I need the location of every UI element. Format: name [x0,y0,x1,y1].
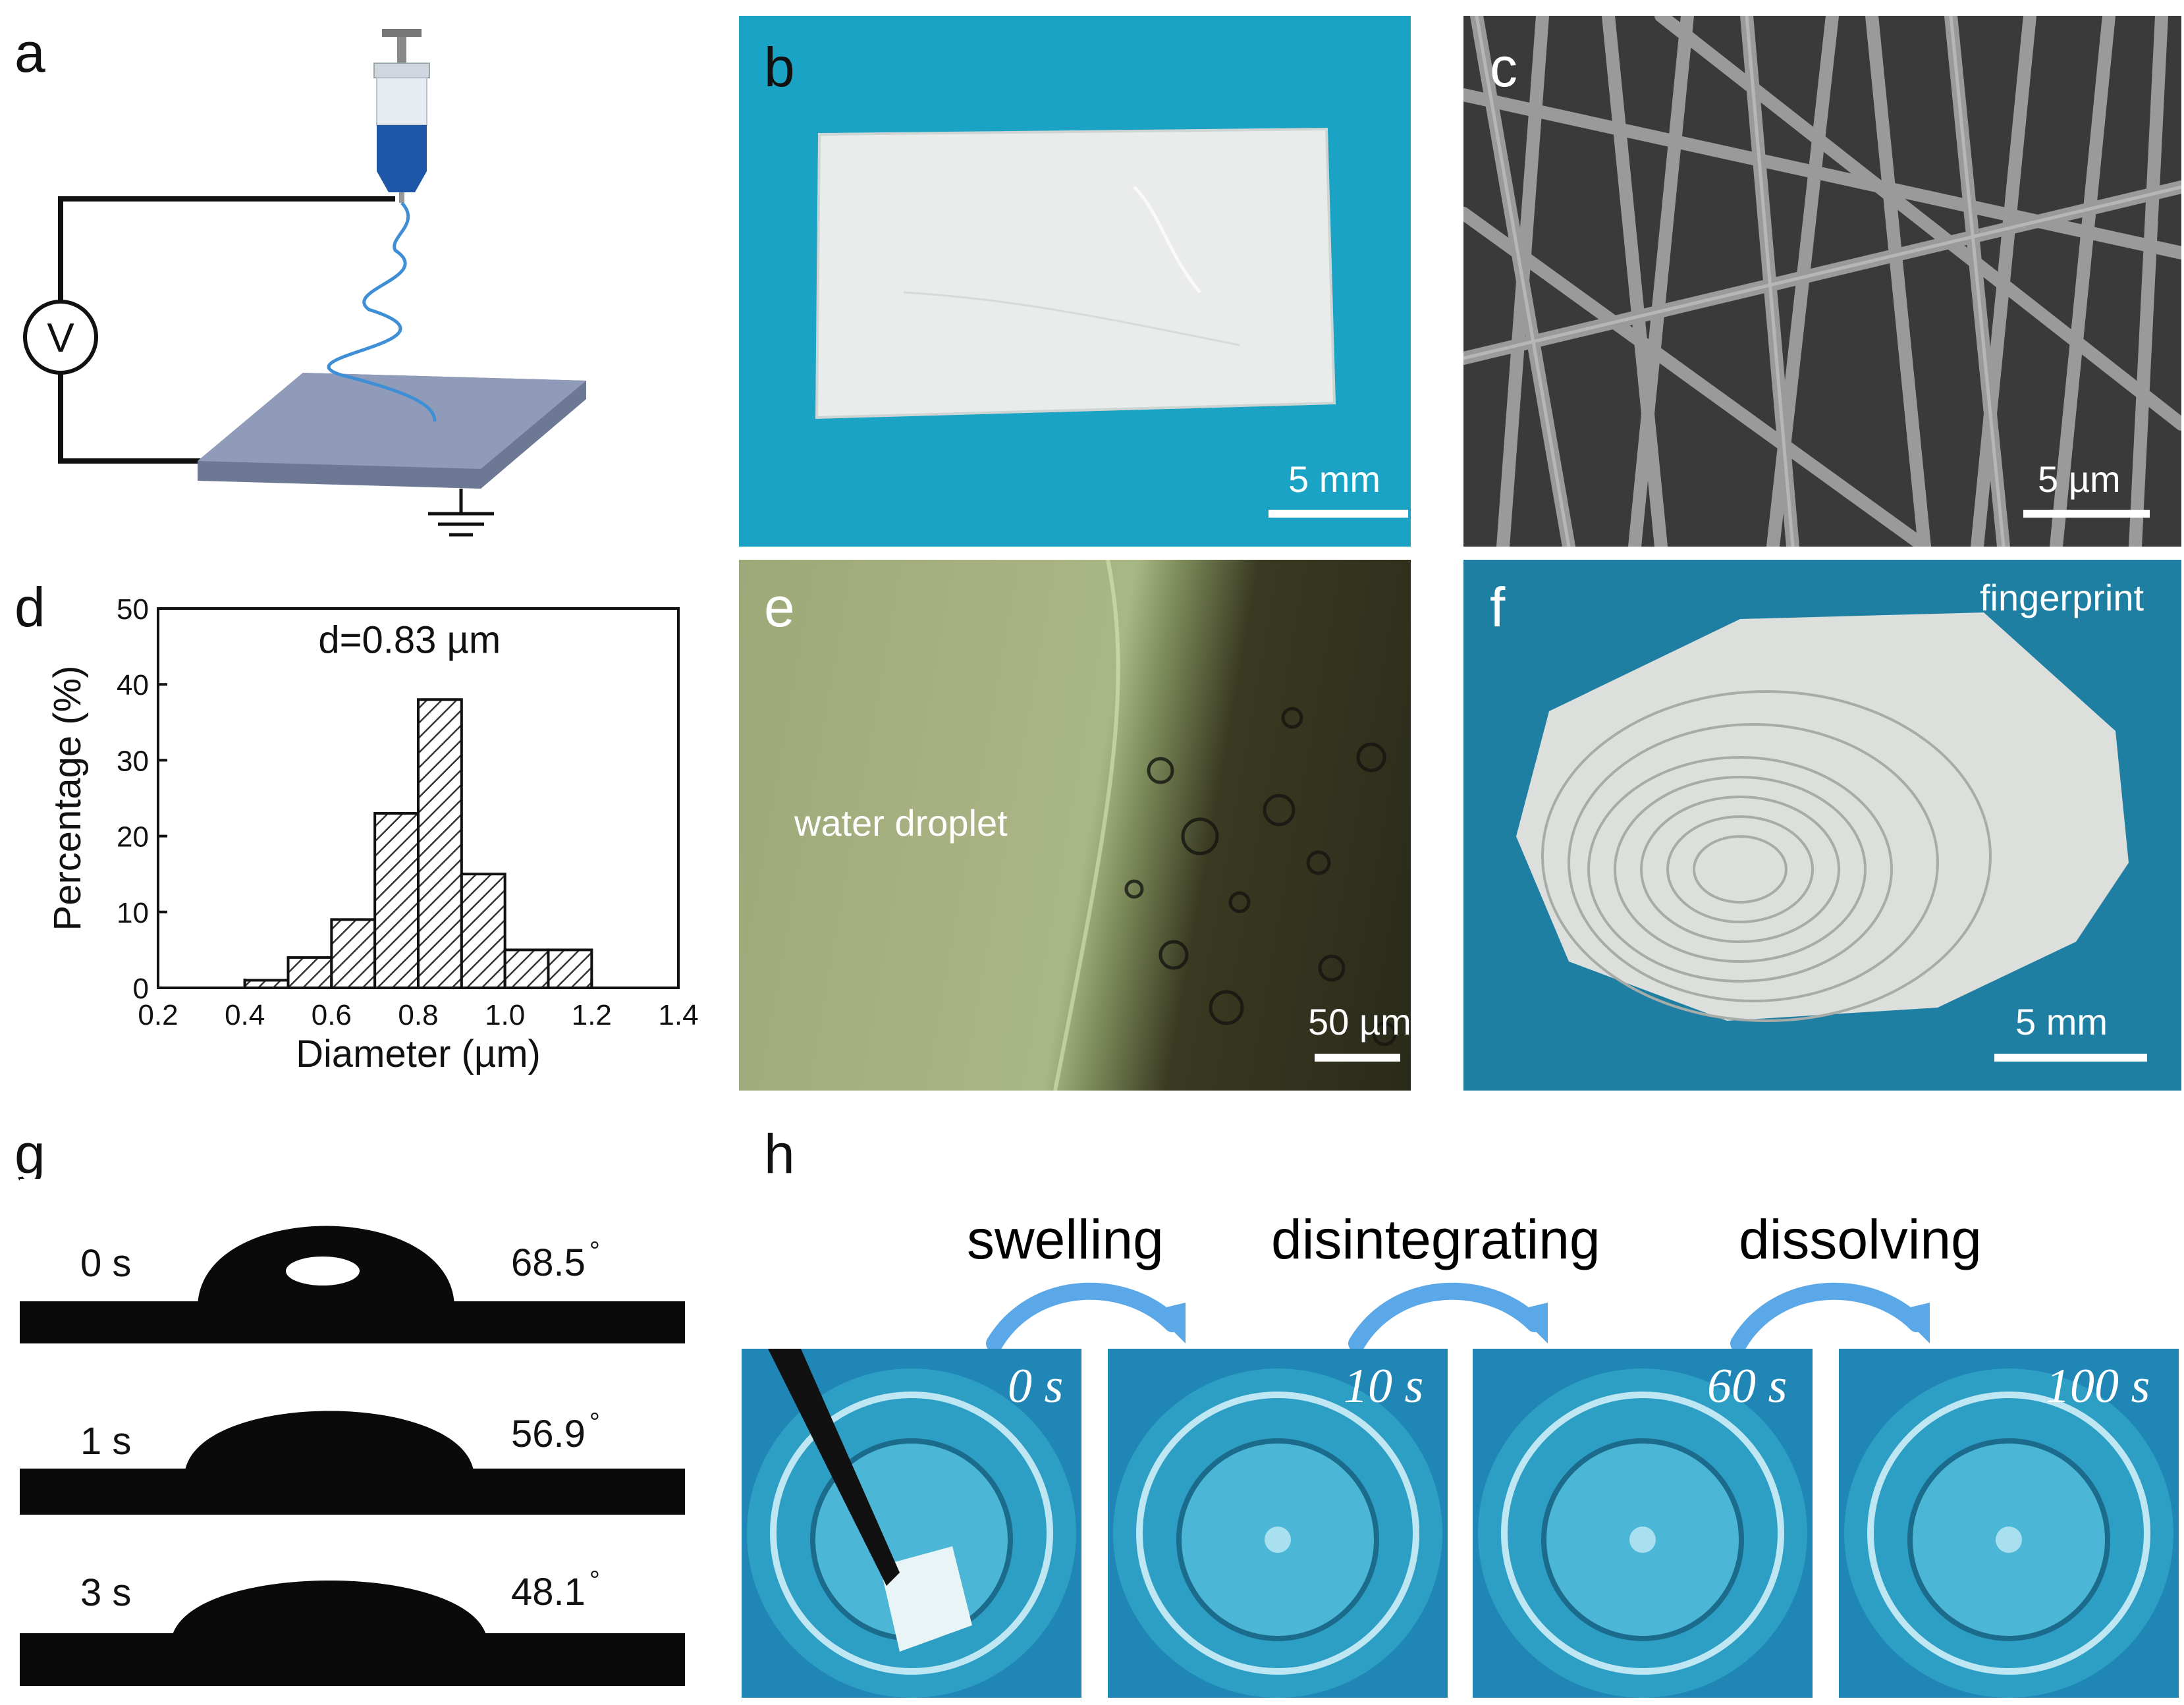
scalebar-c [2023,510,2150,518]
voltage-symbol: V [47,315,74,361]
panel-label-g: g [14,1123,45,1185]
panel-label-h: h [764,1123,795,1185]
arrow-swelling-icon [986,1282,1181,1352]
scalebar-label-f: 5 mm [2015,1001,2108,1042]
y-tick-label-1: 10 [117,897,149,929]
droplet-reflection [286,1257,360,1286]
collector-plate [198,373,586,469]
arrow-disintegrating-icon [1348,1282,1543,1352]
needle [399,192,404,203]
wire-top [58,196,395,302]
fiber-jet [327,202,437,422]
histogram-bar-3 [373,812,420,989]
time-label-3s: 3 s [80,1571,132,1614]
electrospinning-schematic: V [23,29,586,537]
plunger-handle [382,29,422,37]
scalebar-label-b: 5 mm [1288,458,1380,500]
x-tick-label-6: 1.4 [658,999,698,1031]
arrow-dissolving-icon [1730,1282,1925,1352]
syringe-flange [373,63,430,78]
scalebar-label-e: 50 µm [1308,1001,1411,1042]
syringe-tip [377,171,427,192]
fingerprint-sample [1516,612,2129,1021]
time-label-100s-frame: 100 s [2046,1359,2150,1413]
syringe-barrel-empty [376,77,427,126]
x-tick-label-1: 0.4 [225,999,265,1031]
y-tick-label-0: 0 [133,973,149,1005]
sem-image [1463,16,2181,547]
scalebar-b [1269,510,1408,518]
beaker-frame-0s [742,1349,1081,1698]
histogram-bar-1 [287,956,333,989]
tweezers [768,1349,900,1586]
histogram-bar-5 [460,873,506,990]
y-tick-label-3: 30 [117,745,149,777]
panel-label-a: a [14,22,45,84]
time-label-10s-frame: 10 s [1344,1359,1424,1413]
panel-label-e: e [764,576,795,638]
time-label-60s-frame: 60 s [1707,1359,1788,1413]
histogram-bar-7 [547,948,593,990]
beaker-frame-60s [1473,1349,1813,1698]
scalebar-f [1994,1054,2147,1062]
water-droplet-annotation: water droplet [794,802,1008,844]
beaker-frame-10s [1108,1349,1448,1698]
voltage-source-icon [23,300,98,375]
panel-label-b: b [764,36,795,98]
x-tick-label-0: 0.2 [138,999,178,1031]
y-axis-label: Percentage (%) [46,666,89,931]
y-tick-label-5: 50 [117,593,149,626]
droplet-micrograph [739,560,1411,1091]
angle-label-3s: 48.1° [511,1566,600,1613]
y-tick-label-2: 20 [117,821,149,853]
contact-angle-image-0s [20,1179,685,1343]
fingerprint-annotation: fingerprint [1980,577,2144,618]
x-tick-label-5: 1.2 [572,999,612,1031]
scalebar-label-c: 5 µm [2038,458,2121,500]
histogram-bar-2 [330,918,377,990]
angle-label-1s: 56.9° [511,1408,600,1455]
diameter-histogram: 0.2 0.4 0.6 0.8 1.0 1.2 1.4 0 10 20 30 40 50 d=0.83 … [46,593,698,1075]
membrane-in-water [880,1546,972,1652]
panel-label-f: f [1490,576,1506,638]
angle-label-0s: 68.5° [511,1237,600,1284]
contact-angle-image-1s [20,1363,685,1515]
x-tick-label-4: 1.0 [485,999,525,1031]
panel-label-d: d [14,576,45,638]
membrane-sample [817,129,1334,418]
contact-angle-image-3s [20,1534,685,1686]
step-label-dissolving: dissolving [1739,1208,1982,1270]
time-label-1s: 1 s [80,1420,132,1463]
mean-diameter-annotation: d=0.83 µm [318,619,501,662]
y-tick-label-4: 40 [117,669,149,701]
step-label-swelling: swelling [967,1208,1164,1270]
scalebar-e [1315,1054,1400,1062]
photo-membrane [739,16,1411,547]
droplet-3s [171,1581,487,1640]
x-tick-label-2: 0.6 [312,999,352,1031]
time-label-0s-frame: 0 s [1008,1359,1064,1413]
time-label-0s: 0 s [80,1242,132,1285]
syringe-solution [377,125,427,171]
x-axis-label: Diameter (µm) [296,1033,541,1075]
panel-label-c: c [1490,36,1517,98]
step-label-disintegrating: disintegrating [1271,1208,1600,1270]
wire-bottom [58,373,217,464]
histogram-bar-6 [503,948,550,990]
step-arrows [986,1282,1930,1352]
histogram-bar-4 [417,698,463,990]
fingerprint-photo [1463,560,2181,1091]
plunger-rod [397,37,406,70]
x-tick-label-3: 0.8 [398,999,438,1031]
beaker-frame-100s [1839,1349,2179,1698]
droplet-1s [184,1411,474,1475]
